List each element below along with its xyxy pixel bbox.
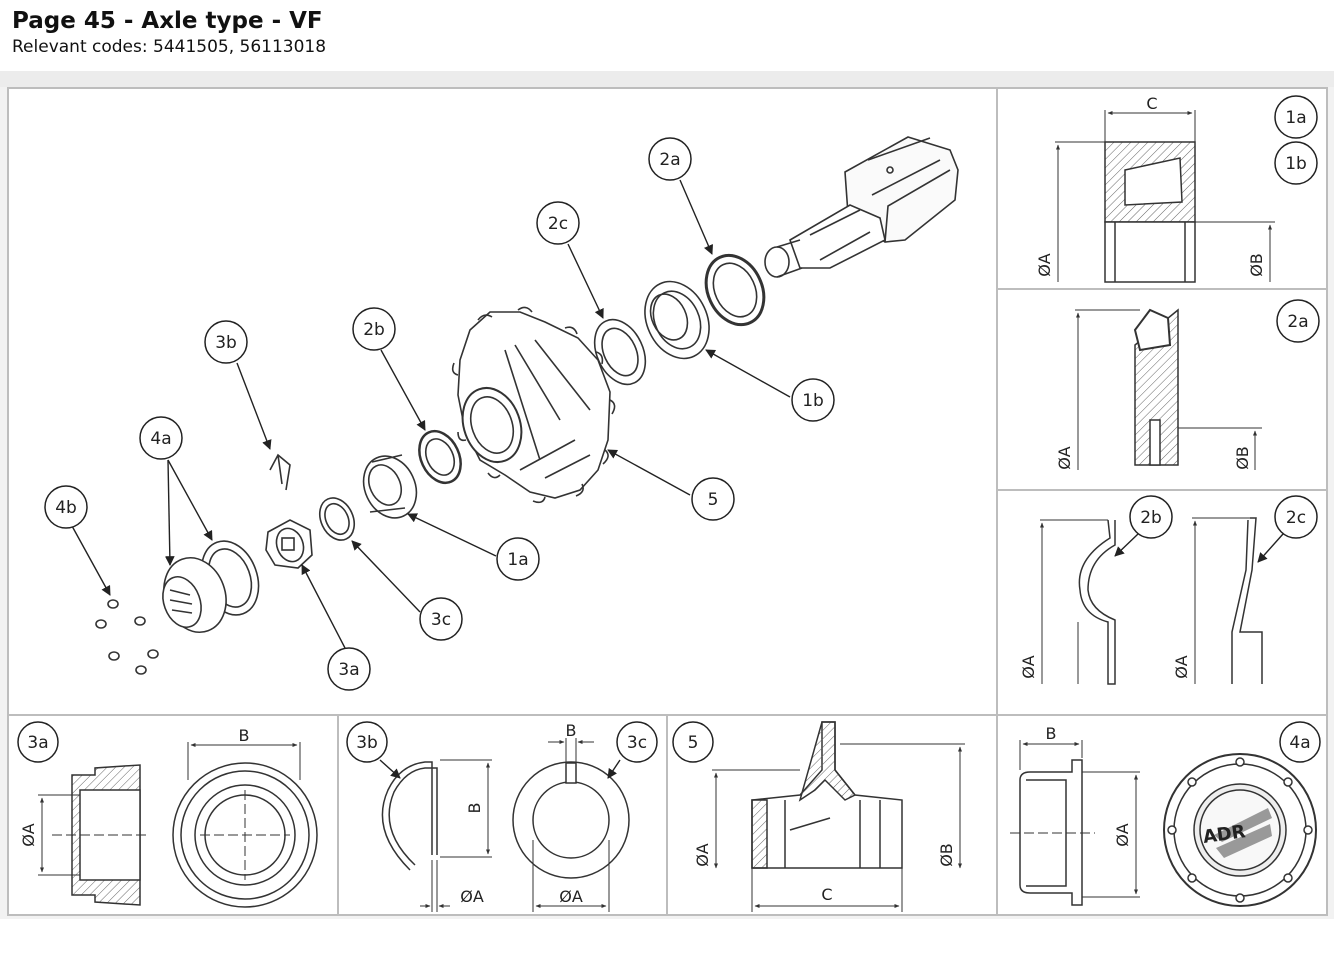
callout-5: 5 <box>708 490 719 510</box>
callout-4a: 4a <box>150 429 171 449</box>
detail-1a-1b <box>1055 110 1275 283</box>
dim-c-5: C <box>821 885 832 904</box>
detail-2b-2c <box>1040 517 1263 685</box>
callout-2c-detail: 2c <box>1286 508 1306 528</box>
page-header: Page 45 - Axle type - VF Relevant codes:… <box>12 6 326 58</box>
relevant-codes: Relevant codes: 5441505, 56113018 <box>12 37 327 57</box>
detail-2a <box>1075 308 1262 470</box>
dim-oa-3b: ØA <box>460 887 484 906</box>
callout-3a-detail: 3a <box>27 733 48 753</box>
dim-b-3b: B <box>465 803 484 814</box>
dim-oa-1a: ØA <box>1035 253 1054 277</box>
dim-oa-3c: ØA <box>559 887 583 906</box>
callout-3b-detail: 3b <box>356 733 378 753</box>
callout-4a-detail: 4a <box>1289 733 1310 753</box>
stub-axle <box>764 136 959 278</box>
detail-5 <box>712 721 965 912</box>
callout-2c: 2c <box>548 214 568 234</box>
dim-oa-5: ØA <box>693 843 712 867</box>
dim-b-3c: B <box>566 721 577 740</box>
callout-5-detail: 5 <box>688 733 699 753</box>
exploded-view <box>95 136 959 675</box>
callout-3a: 3a <box>338 660 359 680</box>
page-title: Page 45 - Axle type - VF <box>12 8 323 34</box>
dim-b-3a: B <box>239 726 250 745</box>
callout-3c-detail: 3c <box>627 733 647 753</box>
separator-band <box>0 71 1334 87</box>
detail-4a <box>1010 740 1317 907</box>
leader-lines <box>71 179 791 649</box>
callout-1b: 1b <box>802 391 824 411</box>
callout-3c: 3c <box>431 610 451 630</box>
callout-4b: 4b <box>55 498 77 518</box>
callouts <box>44 137 835 691</box>
dim-ob-1a: ØB <box>1247 253 1266 277</box>
screws <box>95 599 159 675</box>
callout-3b: 3b <box>215 333 237 353</box>
detail-3b-3c <box>381 738 630 912</box>
dim-ob-2a: ØB <box>1233 446 1252 470</box>
dim-oa-4a: ØA <box>1113 823 1132 847</box>
callout-2a: 2a <box>659 150 680 170</box>
dim-oa-2c: ØA <box>1172 655 1191 679</box>
dim-b-4a: B <box>1046 724 1057 743</box>
callout-2b-detail: 2b <box>1140 508 1162 528</box>
callout-1a-detail: 1a <box>1285 108 1306 128</box>
callout-1a: 1a <box>507 550 528 570</box>
callout-2a-detail: 2a <box>1287 312 1308 332</box>
dim-oa-3a: ØA <box>19 823 38 847</box>
callout-2b: 2b <box>363 320 385 340</box>
dim-c-1a: C <box>1146 94 1157 113</box>
dim-oa-2a: ØA <box>1055 446 1074 470</box>
callout-1b-detail: 1b <box>1285 154 1307 174</box>
dim-oa-2b: ØA <box>1019 655 1038 679</box>
detail-3a <box>38 742 318 908</box>
hub <box>451 306 616 504</box>
dim-ob-5: ØB <box>937 843 956 867</box>
